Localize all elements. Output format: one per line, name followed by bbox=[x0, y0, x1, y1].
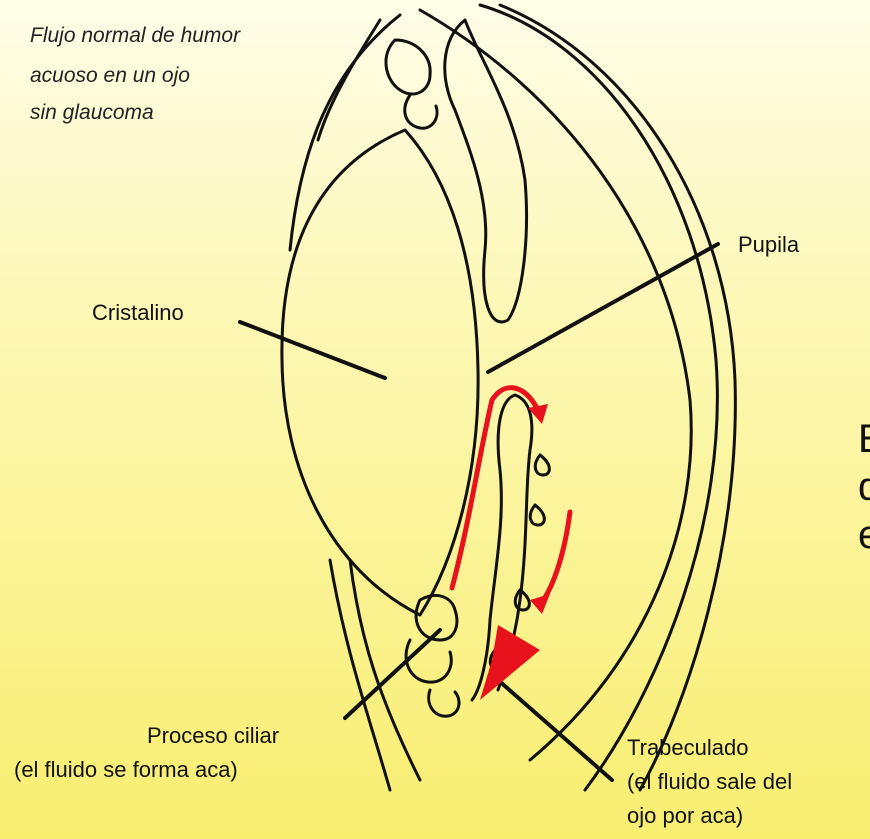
cut-off-text-2: d bbox=[858, 463, 870, 511]
drop-3 bbox=[515, 590, 529, 610]
label-pupila: Pupila bbox=[738, 231, 799, 258]
outer-eye-wall bbox=[480, 5, 717, 790]
left-lower-wall-2 bbox=[330, 560, 390, 790]
caption-line-2: acuoso en un ojo bbox=[30, 64, 190, 88]
drop-2 bbox=[530, 505, 544, 525]
label-cristalino: Cristalino bbox=[92, 299, 184, 326]
outer-eye-wall-2 bbox=[500, 5, 735, 790]
caption-line-3: sin glaucoma bbox=[30, 101, 154, 125]
label-trabeculado-note-2: ojo por aca) bbox=[627, 802, 743, 829]
label-trabeculado: Trabeculado bbox=[627, 734, 748, 761]
cristalino-pointer bbox=[240, 322, 385, 378]
drop-1 bbox=[535, 455, 549, 475]
label-proceso-ciliar-note: (el fluido se forma aca) bbox=[14, 756, 238, 783]
iris-upper bbox=[445, 20, 527, 322]
upper-ciliary-2 bbox=[405, 95, 437, 128]
lens bbox=[282, 130, 478, 615]
ciliary-process-2 bbox=[406, 640, 451, 682]
upper-ciliary bbox=[386, 40, 430, 94]
ciliary-process-3 bbox=[429, 690, 459, 716]
label-trabeculado-note-1: (el fluido sale del bbox=[627, 768, 792, 795]
caption-line-1: Flujo normal de humor bbox=[30, 24, 240, 48]
left-wall bbox=[290, 15, 400, 250]
left-wall-2 bbox=[318, 20, 380, 140]
flow-arrowhead-2 bbox=[530, 594, 550, 614]
cut-off-text-1: E bbox=[858, 415, 870, 463]
label-proceso-ciliar: Proceso ciliar bbox=[147, 722, 279, 749]
cut-off-text-3: e bbox=[858, 511, 870, 559]
flow-arrow-down bbox=[540, 512, 570, 605]
proceso-pointer bbox=[345, 630, 440, 718]
